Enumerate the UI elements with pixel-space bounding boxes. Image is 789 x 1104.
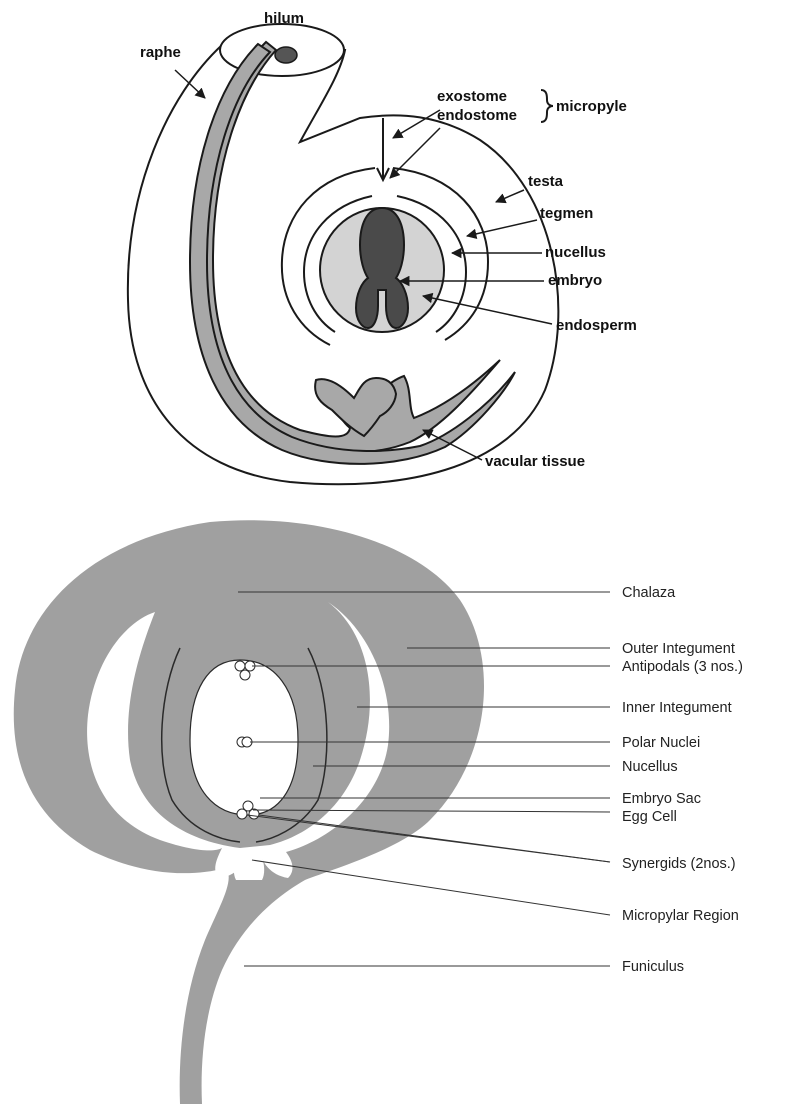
label-micropylar-region: Micropylar Region bbox=[622, 908, 739, 924]
label-tegmen: tegmen bbox=[540, 205, 593, 222]
label-inner-integument: Inner Integument bbox=[622, 700, 732, 716]
antipodal-cell bbox=[235, 661, 245, 671]
label-vascular-tissue: vacular tissue bbox=[485, 453, 585, 470]
leader-micropylar-region bbox=[252, 860, 610, 915]
polar-nuclei bbox=[237, 737, 252, 747]
label-hilum: hilum bbox=[264, 10, 304, 27]
label-raphe: raphe bbox=[140, 44, 181, 61]
label-embryo-sac: Embryo Sac bbox=[622, 791, 701, 807]
label-synergids: Synergids (2nos.) bbox=[622, 856, 736, 872]
label-polar-nuclei: Polar Nuclei bbox=[622, 735, 700, 751]
label-nucellus: Nucellus bbox=[622, 759, 678, 775]
label-exostome: exostome bbox=[437, 88, 507, 105]
label-funiculus: Funiculus bbox=[622, 959, 684, 975]
seed-diagram: hilum raphe exostome endostome micropyle… bbox=[128, 10, 637, 484]
hilum-dot bbox=[275, 47, 297, 63]
label-endosperm: endosperm bbox=[556, 317, 637, 334]
label-embryo: embryo bbox=[548, 272, 602, 289]
micropylar-opening bbox=[234, 850, 264, 880]
label-outer-integument: Outer Integument bbox=[622, 641, 735, 657]
label-antipodals: Antipodals (3 nos.) bbox=[622, 659, 743, 675]
label-micropyle: micropyle bbox=[556, 98, 627, 115]
label-chalaza: Chalaza bbox=[622, 585, 676, 601]
ovule-diagram: Chalaza Outer Integument Antipodals (3 n… bbox=[14, 520, 743, 1104]
antipodal-cell bbox=[240, 670, 250, 680]
label-endostome: endostome bbox=[437, 107, 517, 124]
label-egg-cell: Egg Cell bbox=[622, 809, 677, 825]
synergid bbox=[237, 809, 247, 819]
micropyle-brace bbox=[541, 90, 553, 122]
label-nucellus: nucellus bbox=[545, 244, 606, 261]
label-testa: testa bbox=[528, 173, 564, 190]
